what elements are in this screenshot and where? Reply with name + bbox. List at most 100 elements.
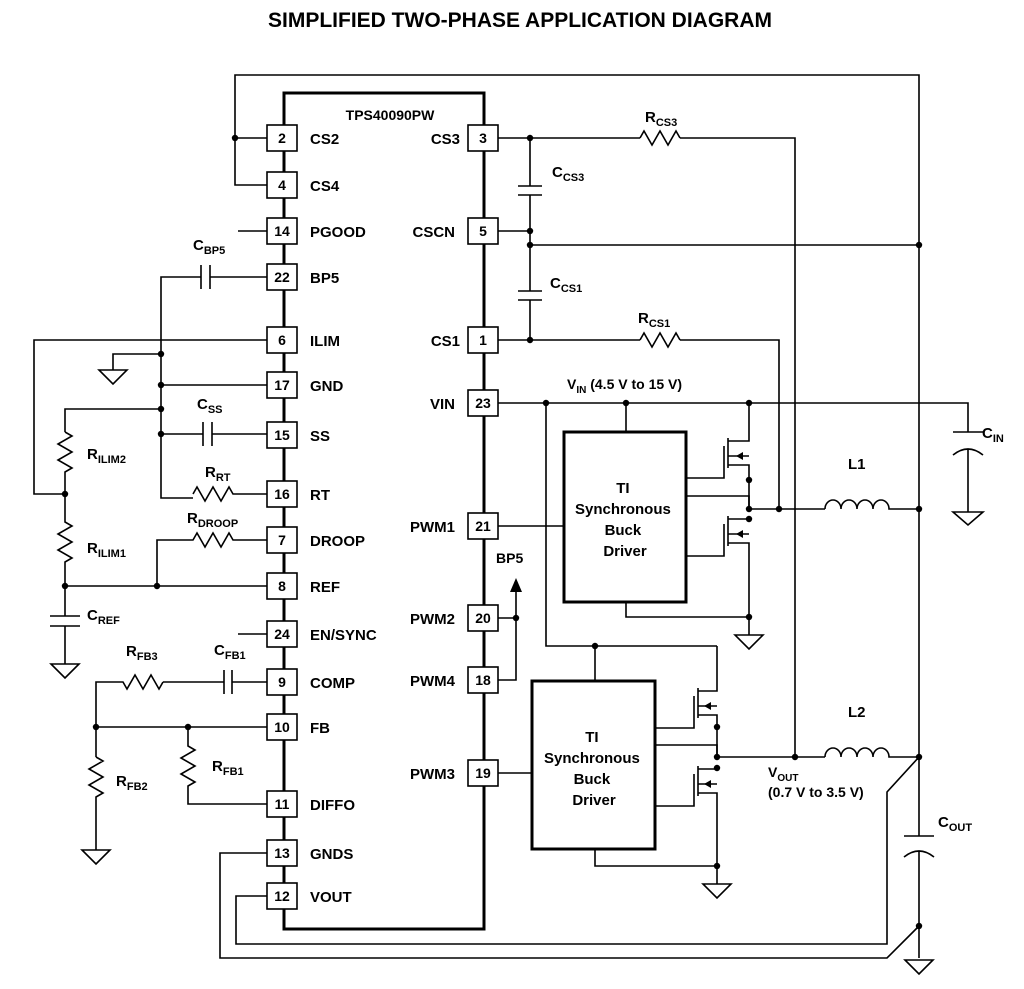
rfb3-resistor (95, 673, 164, 727)
driver2-low-side-mosfet (655, 766, 718, 866)
driver1-sw-wire (686, 495, 825, 510)
cref-label: CREF (87, 607, 120, 627)
node-dot (526, 336, 534, 344)
ccs3-wire (518, 138, 542, 231)
ccs1-wire (518, 245, 542, 340)
svg-text:PWM4: PWM4 (410, 673, 456, 690)
svg-text:ILIM: ILIM (310, 333, 340, 350)
rrt-resistor (192, 485, 267, 503)
svg-text:6: 6 (278, 332, 286, 348)
svg-text:22: 22 (274, 269, 290, 285)
svg-text:17: 17 (274, 377, 290, 393)
svg-text:9: 9 (278, 674, 286, 690)
right-pin-5: 5 CSCN (412, 217, 499, 245)
driver1-gnd-wire (625, 602, 750, 635)
svg-text:CS2: CS2 (310, 131, 339, 148)
svg-text:7: 7 (278, 532, 286, 548)
ilim-wire (33, 339, 267, 495)
node-dot (526, 134, 534, 142)
rilim2-wire (64, 408, 161, 432)
left-pin-7: 7 DROOP (266, 526, 365, 554)
left-pin-6: 6 ILIM (266, 326, 340, 354)
svg-text:DROOP: DROOP (310, 533, 365, 550)
driver1-ground (733, 634, 765, 651)
svg-text:GND: GND (310, 378, 344, 395)
node-dot (915, 505, 923, 513)
left-pin-15: 15 SS (266, 421, 330, 449)
pwm4-wire (498, 592, 517, 681)
driver2-text: TI Synchronous Buck Driver (544, 729, 644, 809)
right-pin-1: 1 CS1 (431, 326, 499, 354)
right-pin-19: 19 PWM3 (410, 759, 499, 787)
node-dot (512, 614, 520, 622)
driver2-sw-wire (655, 744, 825, 758)
rcs1-label: RCS1 (638, 310, 670, 330)
driver1-text: TI Synchronous Buck Driver (575, 480, 675, 560)
svg-text:1: 1 (479, 332, 487, 348)
l1-label: L1 (848, 456, 866, 473)
svg-text:19: 19 (475, 765, 491, 781)
left-pin-13: 13 GNDS (266, 839, 353, 867)
bp5-arrow (510, 578, 522, 592)
comp-network (163, 670, 267, 694)
left-pin-10: 10 FB (266, 713, 330, 741)
node-dot (92, 723, 100, 731)
cs2-cs4-wire (234, 74, 920, 757)
vin-wire (498, 402, 969, 432)
svg-text:SS: SS (310, 428, 330, 445)
svg-text:CS1: CS1 (431, 333, 460, 350)
cref-ground (49, 663, 81, 680)
svg-text:CSCN: CSCN (412, 224, 455, 241)
node-dot (775, 505, 783, 513)
svg-text:24: 24 (274, 626, 290, 642)
rfb2-resistor (87, 756, 105, 850)
driver1-box (562, 430, 688, 604)
rcs3-label: RCS3 (645, 109, 677, 129)
diagram-title: SIMPLIFIED TWO-PHASE APPLICATION DIAGRAM (268, 9, 772, 32)
left-pin-12: 12 VOUT (266, 882, 352, 910)
rfb3-label: RFB3 (126, 643, 158, 663)
left-pin-22: 22 BP5 (266, 263, 339, 291)
node-dot (153, 582, 161, 590)
cin-label: CIN (982, 425, 1004, 445)
node-dot (157, 350, 165, 358)
right-pin-3: 3 CS3 (431, 124, 499, 152)
svg-text:4: 4 (278, 177, 286, 193)
left-pin-24: 24 EN/SYNC (266, 620, 377, 648)
node-dot (713, 723, 721, 731)
rdroop-label: RDROOP (187, 510, 238, 530)
cfb1-label: CFB1 (214, 642, 246, 662)
node-dot (745, 476, 753, 484)
svg-text:5: 5 (479, 223, 487, 239)
svg-text:PWM1: PWM1 (410, 519, 455, 536)
rdroop-resistor (156, 531, 267, 586)
rrt-label: RRT (205, 464, 231, 484)
driver1-high-side-mosfet (686, 403, 750, 509)
svg-text:10: 10 (274, 719, 290, 735)
gnd-ground (97, 369, 129, 386)
rcs3-resistor (639, 129, 681, 147)
driver2-ground (701, 883, 733, 900)
svg-text:CS4: CS4 (310, 178, 340, 195)
left-pin-17: 17 GND (266, 371, 344, 399)
svg-text:CS3: CS3 (431, 131, 460, 148)
svg-text:PGOOD: PGOOD (310, 224, 366, 241)
node-dot (157, 381, 165, 389)
left-pin-11: 11 DIFFO (266, 790, 355, 818)
node-dot (713, 764, 721, 772)
cbp5-label: CBP5 (193, 237, 225, 257)
right-pin-21: 21 PWM1 (410, 512, 499, 540)
svg-text:2: 2 (278, 130, 286, 146)
svg-text:16: 16 (274, 486, 290, 502)
vout-label: VOUT (768, 764, 798, 784)
rilim2-resistor (56, 431, 74, 494)
rilim2-label: RILIM2 (87, 446, 126, 466)
l2-label: L2 (848, 704, 866, 721)
rfb2-ground (80, 849, 112, 866)
css-label: CSS (197, 396, 223, 416)
svg-text:BP5: BP5 (310, 270, 339, 287)
left-pin-8: 8 REF (266, 572, 340, 600)
svg-text:PWM2: PWM2 (410, 611, 455, 628)
gnds-sense-wire (219, 852, 920, 959)
cref-capacitor (50, 615, 80, 664)
